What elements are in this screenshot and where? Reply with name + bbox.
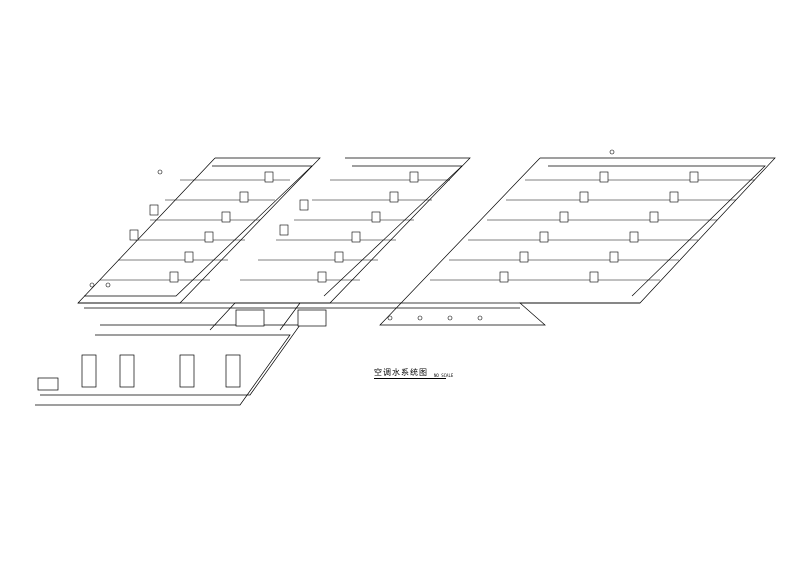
chiller-2 xyxy=(119,354,135,388)
pump-station xyxy=(37,377,59,391)
scale-note: NO SCALE xyxy=(434,373,454,378)
drawing-caption: 空调水系统图 NO SCALE xyxy=(374,364,453,378)
fan-coil-units xyxy=(129,171,699,283)
valves xyxy=(89,149,615,321)
chiller-3 xyxy=(179,354,195,388)
chiller-1 xyxy=(81,354,97,388)
plant-equipment xyxy=(37,309,327,391)
caption-underline xyxy=(374,378,446,379)
plant-riser-2 xyxy=(279,302,301,331)
plant-supply xyxy=(40,324,301,396)
branch-pipes xyxy=(100,179,755,281)
chiller-4 xyxy=(225,354,241,388)
main-pipe-network xyxy=(35,157,776,406)
pipe-loop-left-inner xyxy=(84,165,313,297)
header-right xyxy=(297,309,327,327)
plant-riser xyxy=(209,302,236,331)
pipe-loop-right-inner xyxy=(548,165,766,297)
pipe-loop-right xyxy=(379,157,776,326)
plant-return xyxy=(35,334,291,406)
header-left xyxy=(235,309,265,327)
drawing-title: 空调水系统图 xyxy=(374,368,428,377)
pipe-loop-middle-inner xyxy=(323,165,463,297)
